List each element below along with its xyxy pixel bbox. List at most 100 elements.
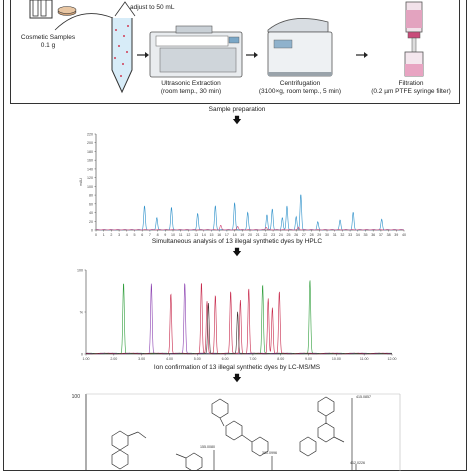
ms-peak-label: 412.0226 — [350, 461, 365, 465]
x-tick-label: 3 — [118, 233, 120, 237]
x-tick-label: 11 — [179, 233, 183, 237]
series-line — [85, 303, 393, 355]
x-tick-label: 4 — [126, 233, 128, 237]
x-tick-label: 21 — [256, 233, 260, 237]
x-tick-label: 18 — [233, 233, 237, 237]
y-tick-label: 100 — [77, 269, 83, 273]
caption-hplc-analysis: Simultaneous analysis of 13 illegal synt… — [151, 238, 323, 245]
x-tick-label: 1 — [103, 233, 105, 237]
cosmetic-samples-icon — [29, 0, 77, 19]
centrifuge-icon — [267, 18, 333, 77]
x-tick-label: 33 — [348, 233, 352, 237]
y-tick-label: 0 — [91, 229, 93, 233]
chemical-structure-icon — [111, 430, 203, 471]
x-tick-label: 26 — [294, 233, 298, 237]
lcms-chromatogram: 1.00 2.00 3.00 4.00 5.00 6.00 7.00 8.00 9.00 10.0… — [77, 269, 397, 362]
y-tick-label: 40 — [89, 211, 93, 215]
ms-peak-label: 155.0080 — [200, 445, 215, 449]
x-tick-label: 12 — [186, 233, 190, 237]
x-tick-label: 8.00 — [277, 357, 284, 361]
y-tick-label: 180 — [87, 150, 93, 154]
x-tick-label: 39 — [394, 233, 398, 237]
x-tick-label: 9.00 — [305, 357, 312, 361]
x-tick-label: 4.00 — [166, 357, 173, 361]
ms-peak-label: 380.0996 — [262, 451, 277, 455]
series-line — [95, 225, 405, 231]
x-tick-label: 20 — [248, 233, 252, 237]
y-tick-label: 100 — [87, 185, 93, 189]
caption-ion-confirmation: Ion confirmation of 13 illegal synthetic… — [153, 364, 321, 371]
adjust-volume-label: adjust to 50 mL — [130, 4, 175, 11]
ms-y-tick: 100 — [72, 394, 81, 400]
x-tick-label: 16 — [217, 233, 221, 237]
x-tick-label: 37 — [379, 233, 383, 237]
y-tick-label: % — [80, 311, 84, 315]
x-tick-label: 11.00 — [360, 357, 369, 361]
y-tick-label: 80 — [89, 194, 93, 198]
x-tick-label: 14 — [202, 233, 206, 237]
x-tick-label: 34 — [356, 233, 360, 237]
ms-peak-label: 415.0857 — [356, 395, 371, 399]
x-tick-label: 40 — [402, 233, 406, 237]
y-tick-label: 20 — [89, 220, 93, 224]
down-arrow-icon: 🡇 — [232, 373, 242, 383]
x-tick-label: 27 — [302, 233, 306, 237]
x-tick-label: 5.00 — [194, 357, 201, 361]
x-tick-label: 2.00 — [110, 357, 117, 361]
y-tick-label: 220 — [87, 133, 93, 137]
sample-prep-illustration — [29, 0, 424, 94]
x-tick-label: 36 — [371, 233, 375, 237]
y-tick-label: 120 — [87, 176, 93, 180]
x-tick-label: 2 — [110, 233, 112, 237]
series-line — [95, 194, 405, 231]
x-tick-label: 10.00 — [332, 357, 341, 361]
x-tick-label: 17 — [225, 233, 229, 237]
x-tick-label: 38 — [387, 233, 391, 237]
x-tick-label: 30 — [325, 233, 329, 237]
x-tick-label: 25 — [287, 233, 291, 237]
x-tick-label: 9 — [164, 233, 166, 237]
x-tick-label: 7.00 — [249, 357, 256, 361]
cosmetic-samples-label: Cosmetic Samples 0.1 g — [20, 34, 76, 49]
x-tick-label: 12.00 — [388, 357, 397, 361]
x-tick-label: 7 — [149, 233, 151, 237]
centrifugation-label: Centrifugation (3100×g, room temp., 5 mi… — [258, 80, 342, 95]
x-tick-label: 8 — [157, 233, 159, 237]
x-tick-label: 24 — [279, 233, 283, 237]
x-tick-label: 13 — [194, 233, 198, 237]
y-tick-label: 0 — [81, 353, 83, 357]
x-tick-label: 3.00 — [138, 357, 145, 361]
y-axis-label: mAU — [79, 178, 83, 186]
x-tick-label: 35 — [364, 233, 368, 237]
sample-prep-box — [10, 0, 460, 104]
conical-tube-icon — [111, 18, 133, 94]
outer-frame — [3, 0, 467, 471]
syringe-filter-icon — [404, 1, 424, 77]
y-tick-label: 140 — [87, 167, 93, 171]
x-tick-label: 6.00 — [222, 357, 229, 361]
x-tick-label: 32 — [340, 233, 344, 237]
x-tick-label: 31 — [333, 233, 337, 237]
x-tick-label: 19 — [240, 233, 244, 237]
mass-spectrum-panel: 100 155.0080 380.0996 415.0857 412.0226 — [72, 393, 401, 471]
x-tick-label: 10 — [171, 233, 175, 237]
y-tick-label: 160 — [87, 159, 93, 163]
x-tick-label: 5 — [134, 233, 136, 237]
x-tick-label: 1.00 — [83, 357, 90, 361]
y-tick-label: 60 — [89, 202, 93, 206]
x-tick-label: 15 — [210, 233, 214, 237]
chemical-structure-icon — [299, 396, 345, 457]
y-tick-label: 200 — [87, 141, 93, 145]
x-tick-label: 22 — [263, 233, 267, 237]
x-tick-label: 6 — [141, 233, 143, 237]
down-arrow-icon: 🡇 — [232, 247, 242, 257]
filtration-label: Filtration (0.2 µm PTFE syringe filter) — [371, 80, 451, 95]
chemical-structure-icon — [211, 398, 269, 457]
ultrasonic-bath-icon — [149, 25, 243, 78]
x-tick-label: 23 — [271, 233, 275, 237]
x-tick-label: 0 — [95, 233, 97, 237]
ultrasonic-extraction-label: Ultrasonic Extraction (room temp., 30 mi… — [160, 80, 222, 95]
caption-sample-preparation: Sample preparation — [208, 106, 266, 113]
x-tick-label: 28 — [310, 233, 314, 237]
